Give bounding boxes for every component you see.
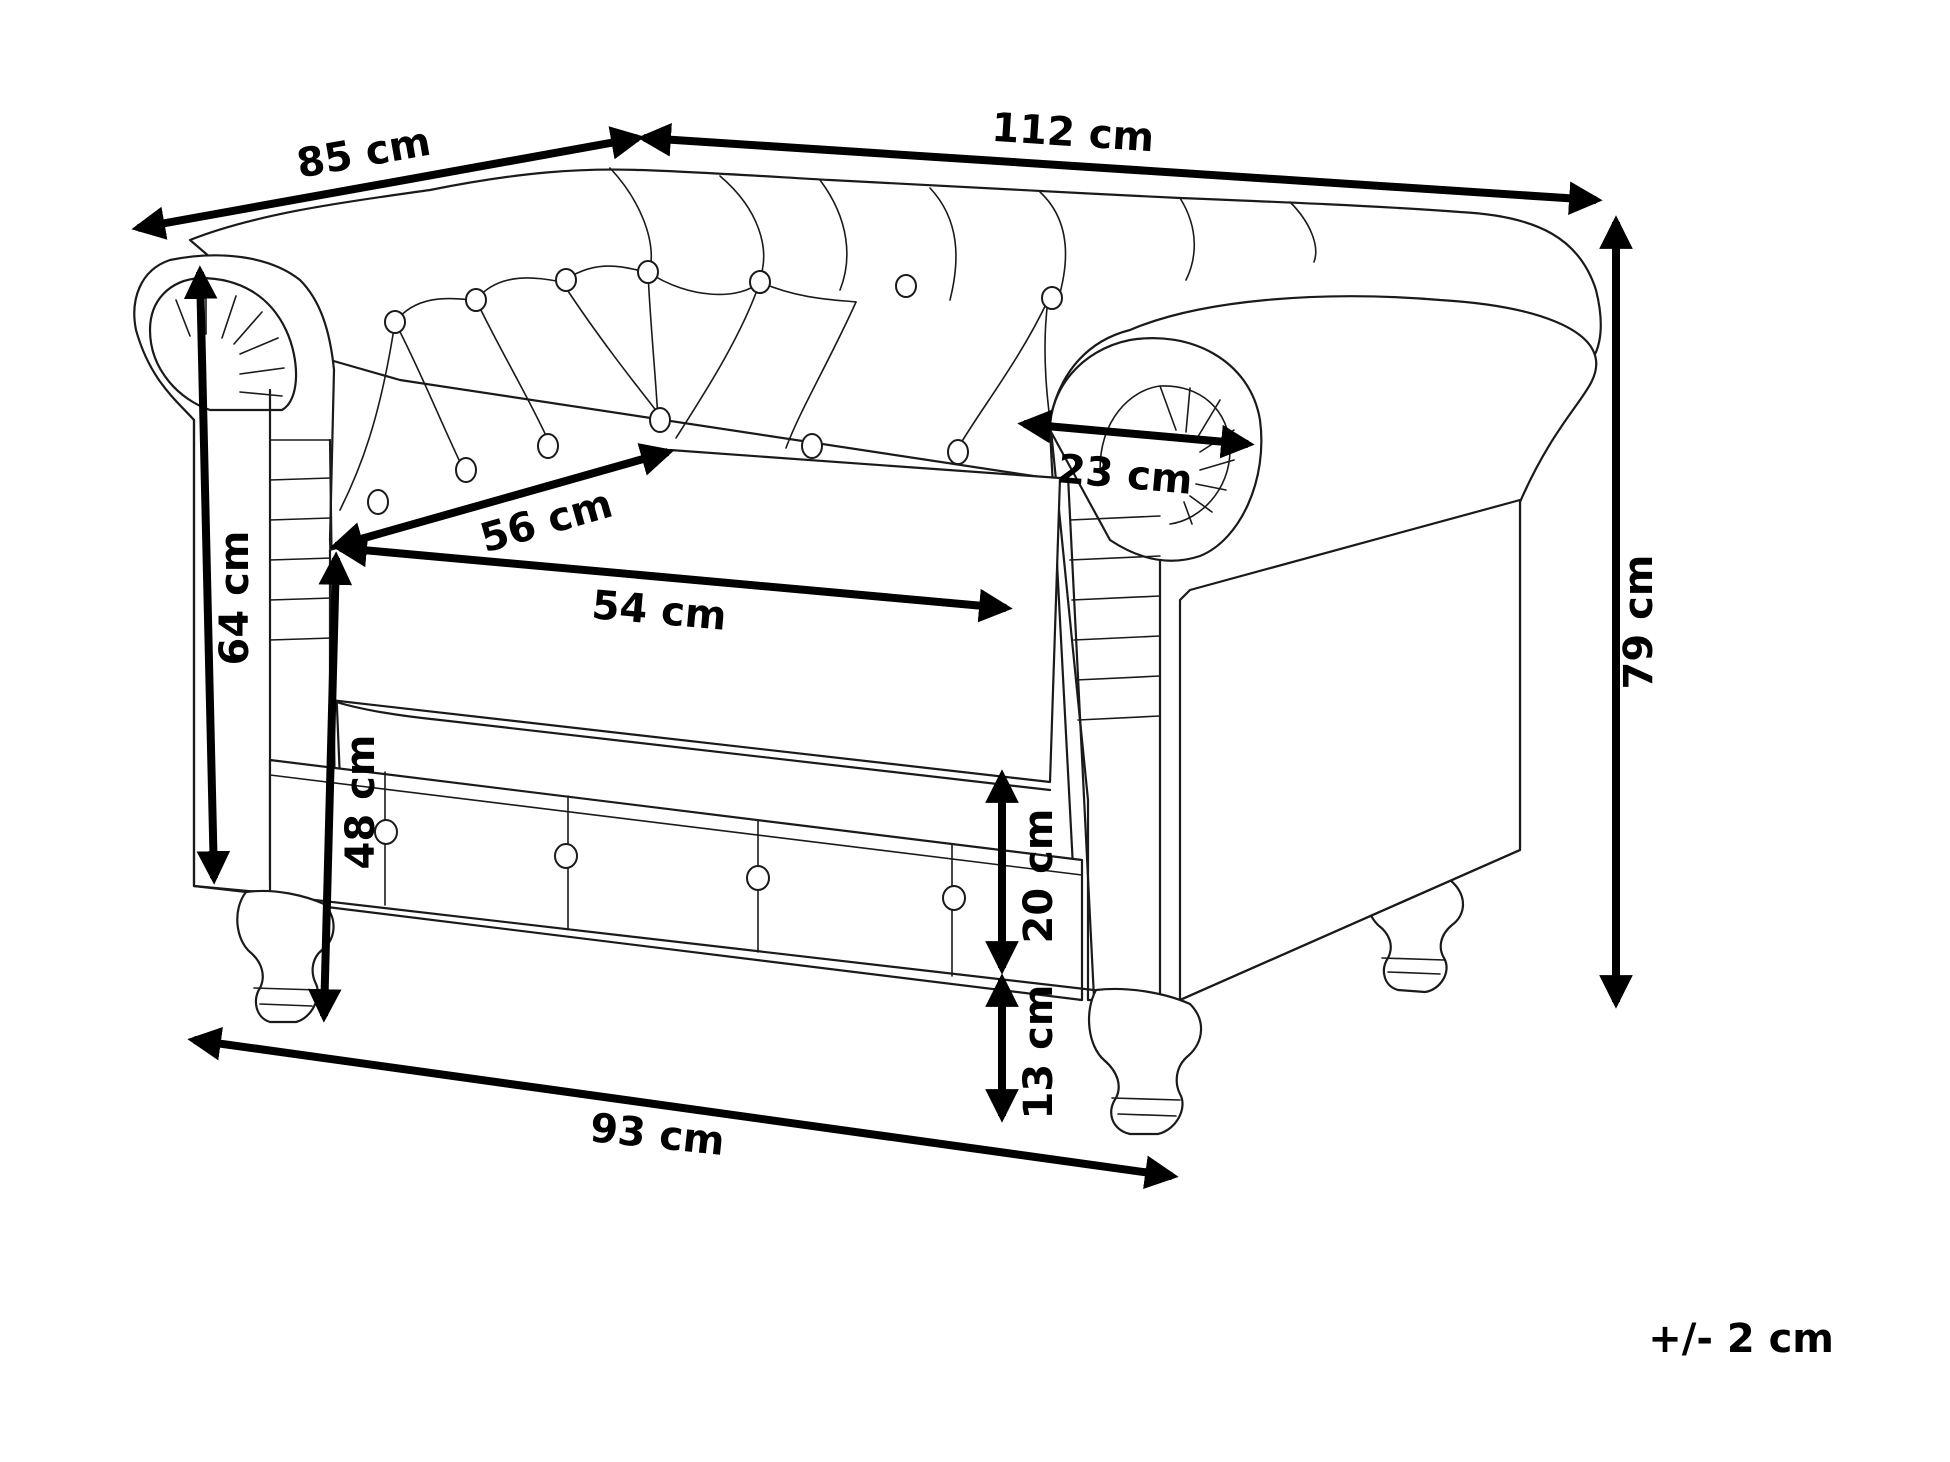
height-label: 79 cm bbox=[1616, 555, 1662, 690]
front-apron bbox=[268, 758, 1084, 1002]
tuft-button bbox=[555, 268, 577, 292]
tuft-button bbox=[749, 270, 771, 294]
seat-height-label: 48 cm bbox=[338, 735, 384, 870]
apron-button bbox=[374, 819, 398, 845]
tuft-button bbox=[367, 489, 389, 515]
armrest-height-dimension-line bbox=[183, 265, 231, 885]
tuft-button bbox=[947, 439, 969, 465]
seat-height-dimension-line bbox=[307, 551, 353, 1023]
apron-button bbox=[746, 865, 770, 891]
leg-height-label: 13 cm bbox=[1016, 985, 1062, 1120]
front-width-dimension-line bbox=[187, 1027, 1179, 1189]
armchair-drawing bbox=[133, 167, 1602, 1136]
front-panel-height-label: 20 cm bbox=[1016, 809, 1062, 944]
tuft-button bbox=[895, 274, 917, 298]
front-left-leg bbox=[236, 889, 335, 1024]
seat-depth-dimension-line bbox=[329, 443, 675, 555]
apron-button bbox=[554, 843, 578, 869]
tuft-button bbox=[384, 310, 406, 334]
front-right-leg bbox=[1088, 987, 1203, 1136]
width-label: 112 cm bbox=[990, 105, 1155, 161]
tuft-button bbox=[801, 433, 823, 459]
seat-width-dimension-line bbox=[333, 533, 1013, 623]
left-arm bbox=[133, 254, 347, 902]
armrest-height-label: 64 cm bbox=[212, 531, 258, 666]
tuft-button bbox=[637, 260, 659, 284]
apron-button bbox=[942, 885, 966, 911]
armrest-width-dimension-line bbox=[1017, 409, 1255, 459]
tuft-button bbox=[465, 288, 487, 312]
tolerance-note: +/- 2 cm bbox=[1648, 1316, 1834, 1362]
depth-dimension-line bbox=[131, 126, 645, 240]
tuft-button bbox=[455, 457, 477, 483]
width-dimension-line bbox=[637, 122, 1603, 216]
tuft-button bbox=[649, 407, 671, 433]
tuft-button bbox=[1041, 286, 1063, 310]
dimension-lines bbox=[131, 122, 1633, 1189]
tuft-button bbox=[537, 433, 559, 459]
